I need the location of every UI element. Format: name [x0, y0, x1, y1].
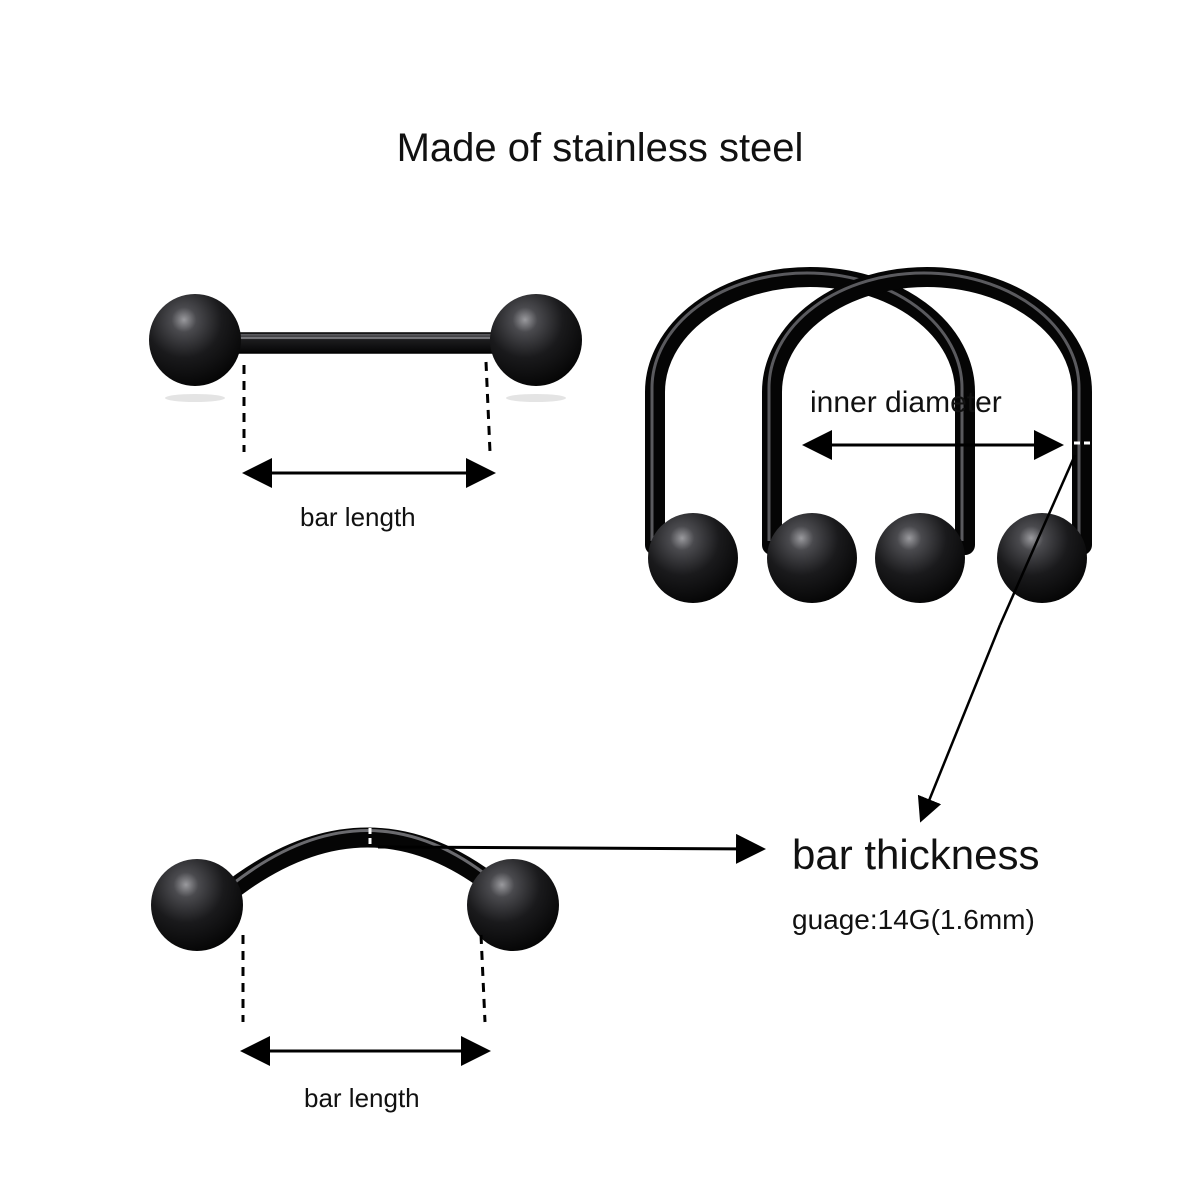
- curved-barbell: [151, 827, 559, 951]
- bar-length-label: bar length: [304, 1083, 420, 1113]
- bar-length-measure-2: [240, 934, 491, 1066]
- barbell-rod: [229, 332, 501, 354]
- curved-ball-left: [151, 859, 243, 951]
- horseshoe-ball: [997, 513, 1087, 603]
- bar-length-label: bar length: [300, 502, 416, 532]
- horseshoe-ball: [767, 513, 857, 603]
- horseshoe-ball: [648, 513, 738, 603]
- pointer-arrow: [917, 624, 1002, 823]
- dashed-guide-right: [479, 934, 487, 1023]
- thickness-pointer-curved: [377, 833, 766, 864]
- bar-length-measure-1: [242, 361, 496, 488]
- page-title: Made of stainless steel: [396, 126, 804, 170]
- straight-barbell: [149, 294, 582, 402]
- barbell-ball-right: [490, 294, 582, 386]
- horseshoe-ball: [875, 513, 965, 603]
- curved-ball-right: [467, 859, 559, 951]
- barbell-ball-left: [149, 294, 241, 386]
- dashed-guide-right: [484, 361, 492, 453]
- inner-diameter-measure: [802, 430, 1094, 460]
- thickness-pointer-ring: [917, 454, 1077, 823]
- horseshoe-ring-back: [645, 267, 975, 603]
- pointer-arrow: [998, 454, 1077, 626]
- inner-diameter-label: inner diameter: [810, 386, 1002, 419]
- gauge-label: guage:14G(1.6mm): [792, 904, 1035, 935]
- bar-thickness-label: bar thickness: [792, 831, 1040, 878]
